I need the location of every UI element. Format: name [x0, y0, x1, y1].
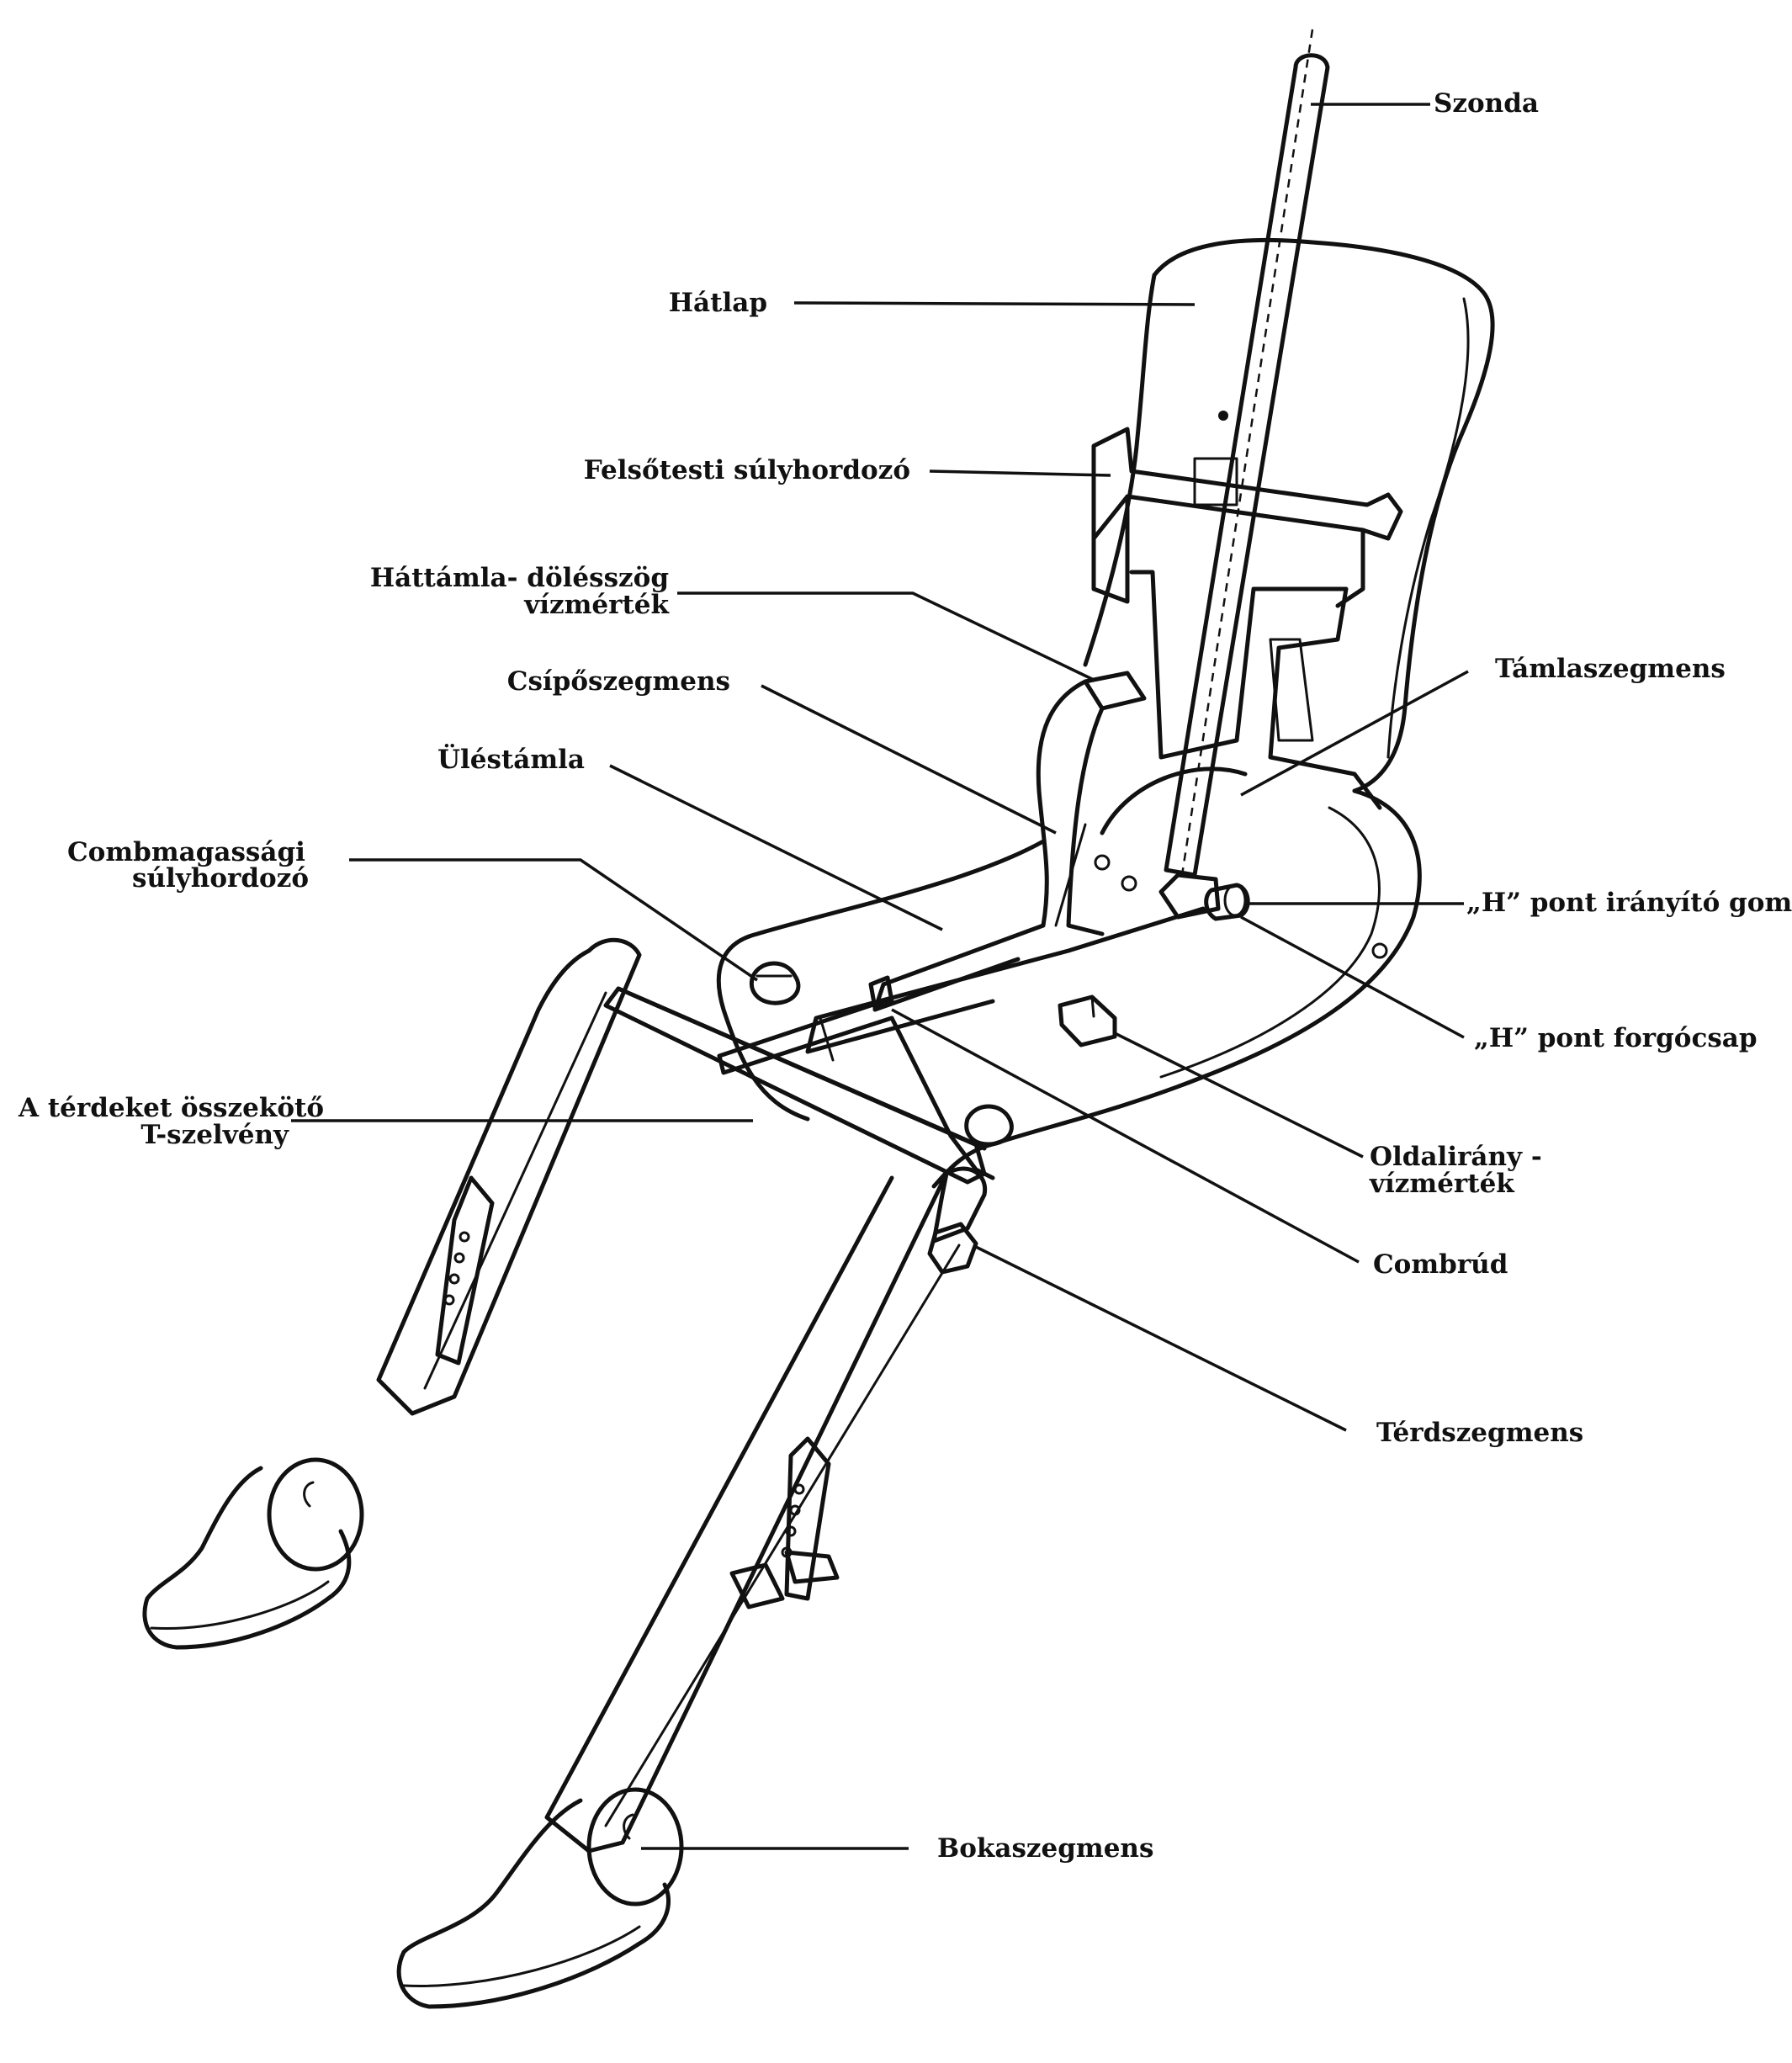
- label-bokaszegmens: Bokaszegmens: [937, 1833, 1154, 1864]
- label-t-szelveny: T-szelvény: [140, 1120, 289, 1150]
- label-tamlaszegmens: Támlaszegmens: [1495, 654, 1726, 684]
- back-segment: [1129, 570, 1382, 810]
- back-angle-level: [1083, 671, 1147, 711]
- label-ulestamla: Üléstámla: [437, 745, 585, 775]
- thigh-bar: [868, 975, 894, 1010]
- label-szonda: Szonda: [1434, 88, 1539, 119]
- backrest-panel: [1152, 237, 1495, 793]
- right-shin: [544, 1171, 949, 1854]
- h-point-pivot: [1158, 872, 1221, 920]
- label-combrud: Combrúd: [1373, 1249, 1508, 1280]
- left-foot: [142, 1466, 352, 1650]
- lateral-level: [1058, 994, 1117, 1047]
- seat-pan-outer: [931, 788, 1422, 1189]
- label-oldalirany: Oldalirány -: [1370, 1142, 1542, 1172]
- probe-rod: [1164, 53, 1330, 878]
- label-sulyhordozo: súlyhordozó: [132, 863, 309, 894]
- t-bar-knees: [603, 986, 987, 1185]
- knee-bolt: [927, 1222, 978, 1275]
- label-terdeket-osszekoto: A térdeket összekötő: [19, 1093, 324, 1123]
- thigh-weight-carrier: [749, 961, 801, 1005]
- knee-segment: [931, 1166, 988, 1244]
- seat-pan: [716, 839, 1046, 1122]
- upper-torso-weight-carrier: [1091, 427, 1403, 541]
- left-shin: [376, 937, 642, 1416]
- left-ankle-segment: [267, 1457, 364, 1572]
- right-foot: [396, 1798, 671, 2009]
- label-h-pont-forgocsap: „H” pont forgócsap: [1474, 1023, 1758, 1053]
- label-oldalirany-vizmertek: vízmérték: [1370, 1169, 1514, 1199]
- label-csiposzegmens: Csípőszegmens: [506, 666, 730, 697]
- label-combmagassagi: Combmagassági: [67, 837, 305, 867]
- label-hattamla-dolesszog: Háttámla- dölésszög: [369, 563, 669, 593]
- label-felsotesti-sulyhordozo: Felsőtesti súlyhordozó: [583, 455, 910, 485]
- label-terdszegmens: Térdszegmens: [1376, 1418, 1584, 1448]
- label-hatlap: Hátlap: [668, 288, 767, 318]
- right-ankle-segment: [586, 1787, 684, 1907]
- label-h-pont-iranyito-gomb: „H” pont irányító gomb: [1466, 888, 1792, 918]
- hip-segment: [1036, 679, 1088, 928]
- label-hattamla-vizmertek: vízmérték: [524, 590, 669, 620]
